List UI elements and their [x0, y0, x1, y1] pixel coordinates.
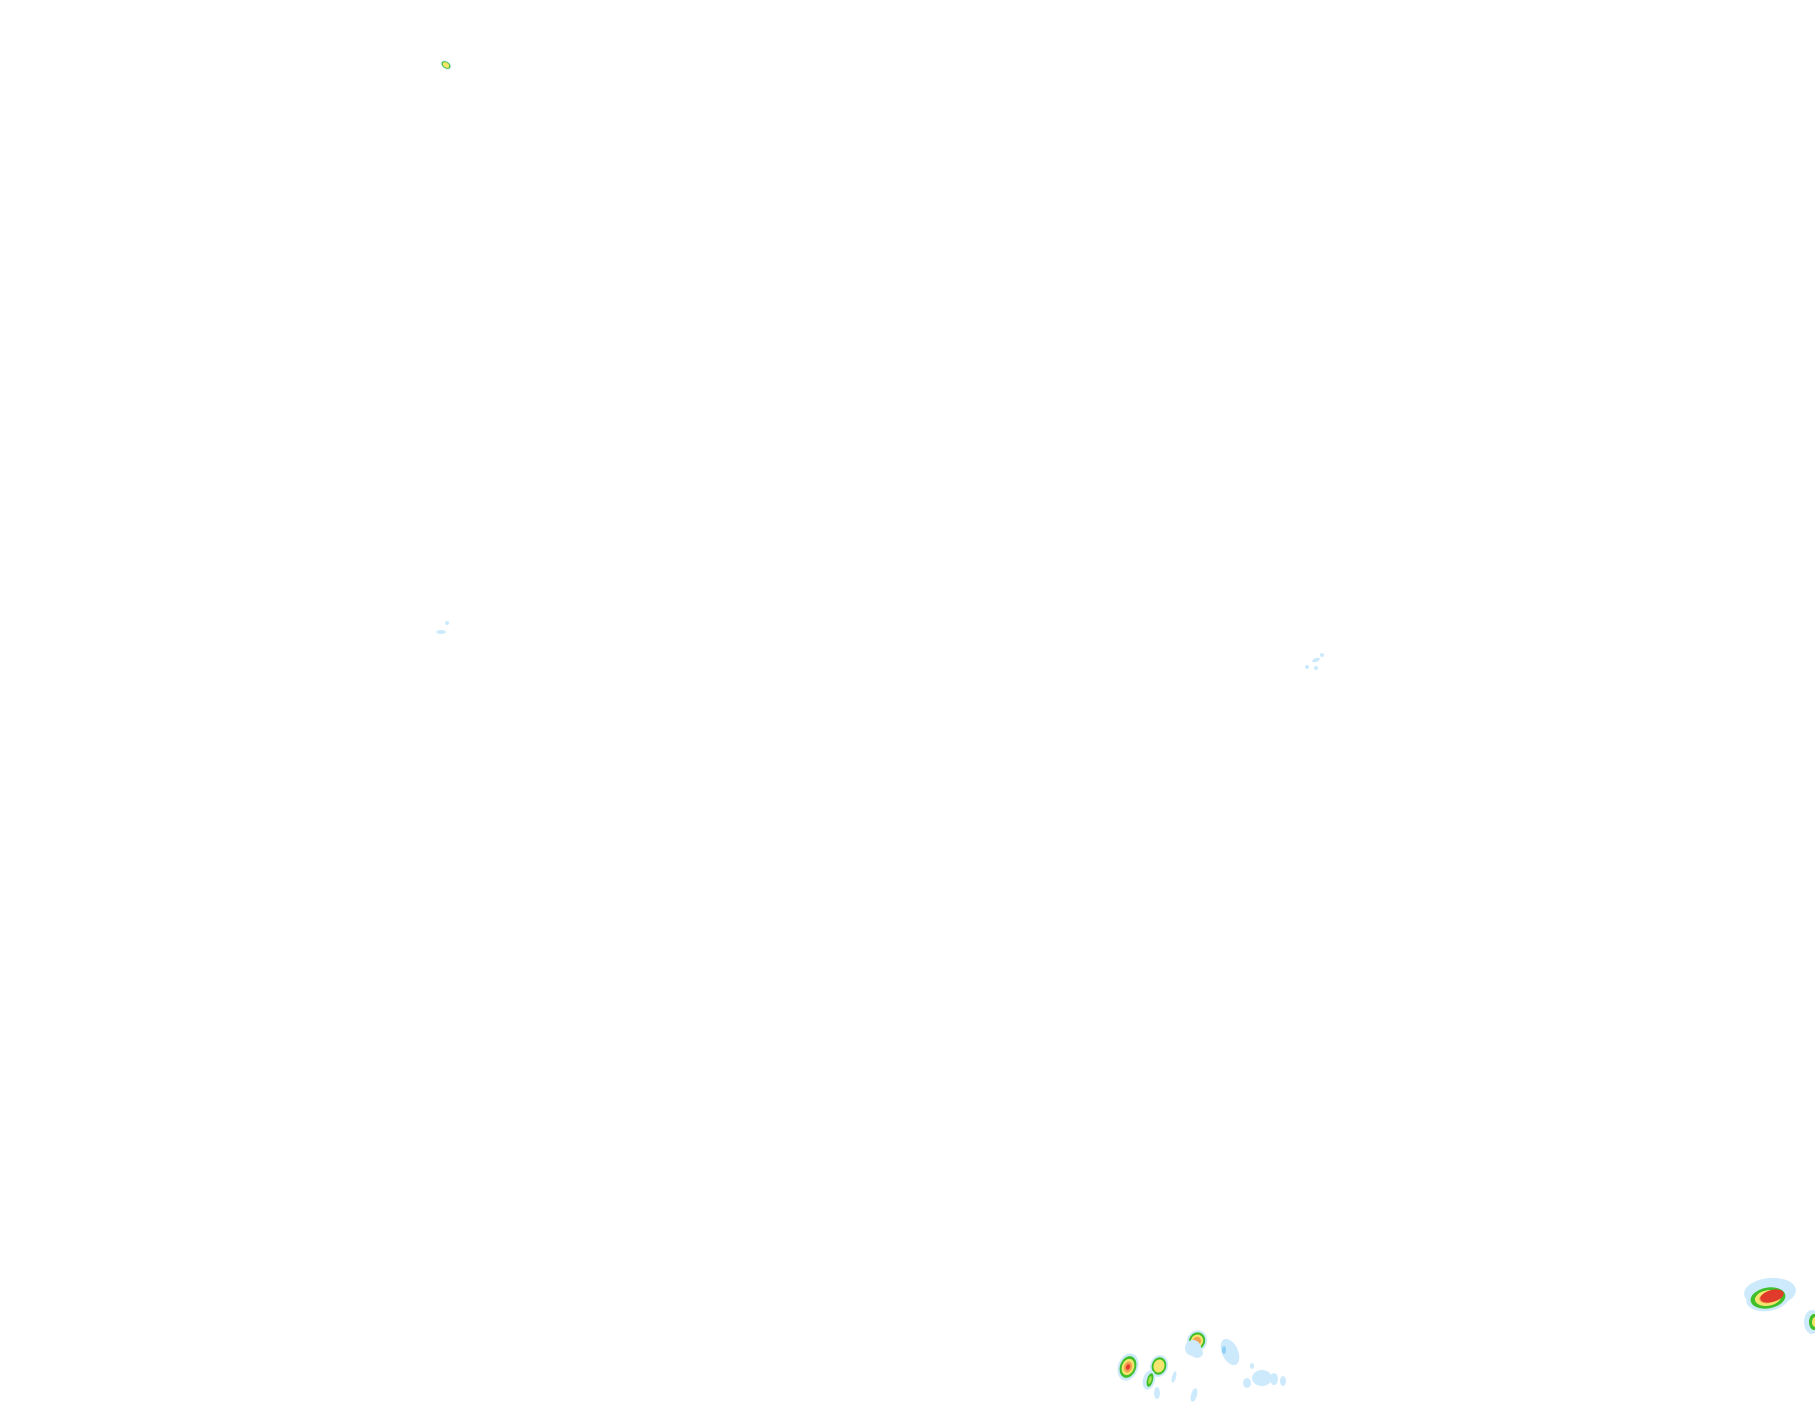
radar-echo — [1243, 1378, 1251, 1388]
radar-echo — [1148, 1376, 1152, 1384]
radar-echo — [1190, 1388, 1198, 1402]
radar-echo — [1320, 653, 1324, 657]
radar-echo — [1171, 1371, 1177, 1383]
storm-cell — [1125, 1364, 1131, 1370]
radar-echo — [1305, 665, 1309, 669]
radar-echo — [1252, 1370, 1272, 1386]
radar-echo — [1193, 1343, 1199, 1355]
radar-echo — [436, 630, 446, 634]
radar-echo — [1222, 1346, 1226, 1354]
radar-echo — [1314, 666, 1318, 670]
storm-cell — [1153, 1359, 1165, 1373]
radar-echo — [1250, 1363, 1254, 1369]
radar-echo — [1220, 1338, 1240, 1366]
radar-echo — [445, 621, 449, 625]
radar-echo — [1270, 1373, 1278, 1385]
storm-cell — [442, 62, 450, 68]
radar-echo — [1154, 1387, 1160, 1399]
radar-echo — [1760, 1289, 1784, 1303]
radar-echo — [1312, 657, 1320, 663]
radar-echo — [1280, 1376, 1286, 1386]
radar-echo — [1812, 1317, 1815, 1327]
